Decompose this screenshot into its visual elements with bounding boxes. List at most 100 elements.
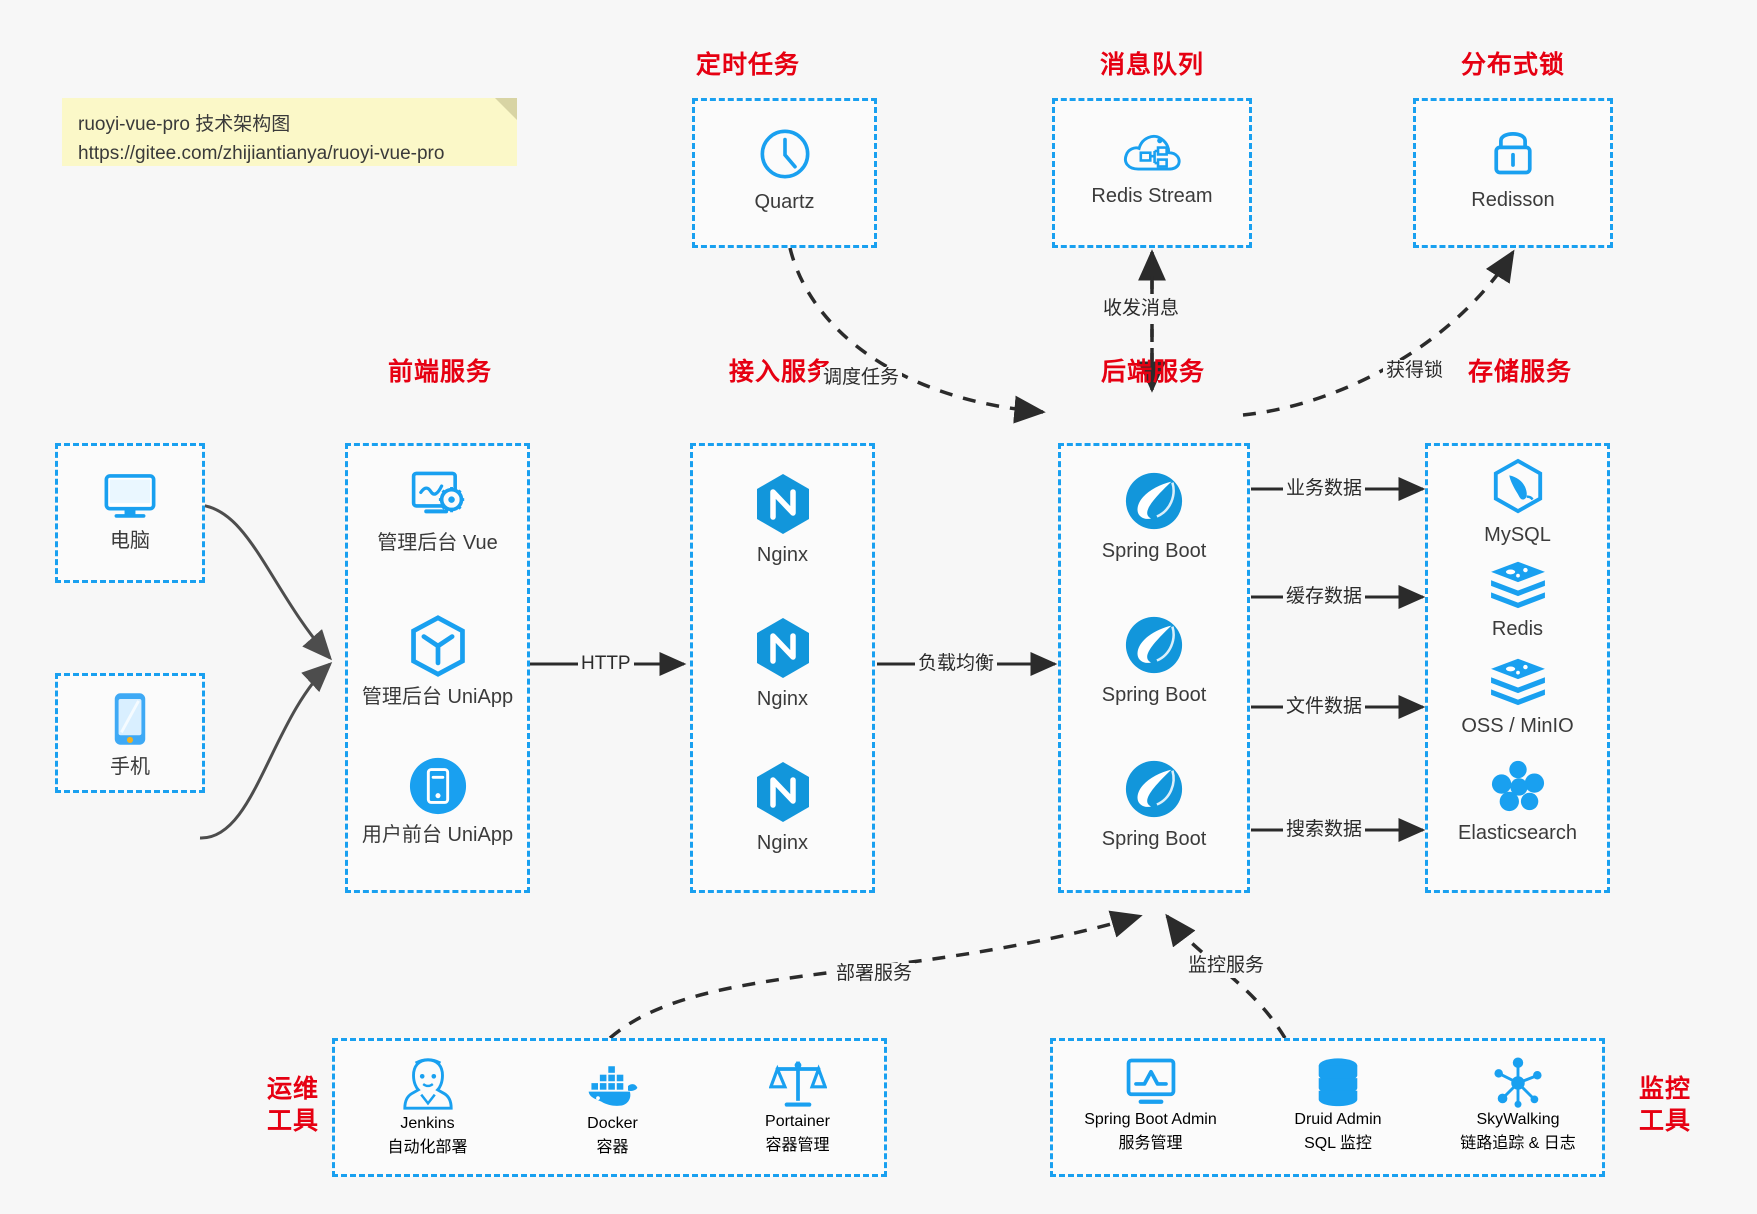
node-druid-admin[interactable]: Druid Admin SQL 监控 — [1248, 1055, 1428, 1153]
redis-icon — [1490, 658, 1545, 706]
nginx-icon — [756, 474, 809, 534]
edge-label-acquire-lock: 获得锁 — [1383, 360, 1447, 383]
group-title-frontend: 前端服务 — [387, 358, 492, 386]
edge-label-cache-data: 缓存数据 — [1283, 586, 1366, 609]
node-quartz[interactable]: Quartz — [695, 125, 874, 216]
node-admin-vue[interactable]: 管理后台 Vue — [348, 468, 527, 557]
node-label: Jenkins — [400, 1115, 455, 1132]
node-spring-boot-admin[interactable]: Spring Boot Admin 服务管理 — [1053, 1055, 1248, 1153]
group-box-frontend: 管理后台 Vue 管理后台 UniApp 用户前台 UniApp — [345, 443, 530, 893]
node-nginx-2[interactable]: Nginx — [693, 616, 872, 713]
group-title-mq: 消息队列 — [1099, 51, 1204, 79]
group-title-lock: 分布式锁 — [1460, 51, 1565, 79]
node-redis[interactable]: Redis — [1428, 558, 1607, 643]
edge-label-loadbalance: 负载均衡 — [915, 653, 998, 676]
group-box-monitor: Spring Boot Admin 服务管理 Druid Admin SQL 监… — [1050, 1038, 1605, 1177]
node-jenkins[interactable]: Jenkins 自动化部署 — [335, 1055, 520, 1157]
note-fold-corner — [495, 98, 517, 120]
spring-boot-icon — [1125, 472, 1183, 530]
node-sublabel: 容器管理 — [765, 1137, 830, 1154]
group-title-monitor-line1: 监控 — [1638, 1075, 1691, 1103]
node-redisson[interactable]: Redisson — [1416, 123, 1610, 214]
edge-label-business-data: 业务数据 — [1283, 478, 1366, 501]
note-line-title: ruoyi-vue-pro 技术架构图 — [78, 114, 291, 135]
clock-icon — [760, 129, 809, 179]
docker-whale-icon — [588, 1066, 637, 1106]
node-label: Spring Boot Admin — [1084, 1111, 1217, 1128]
edge-label-deploy-service: 部署服务 — [833, 963, 916, 986]
node-docker[interactable]: Docker 容器 — [520, 1055, 705, 1157]
spring-boot-icon — [1125, 760, 1183, 818]
group-title-devops-line2: 工具 — [266, 1107, 319, 1135]
node-label: Nginx — [756, 832, 809, 854]
node-label: Spring Boot — [1101, 540, 1207, 562]
node-portainer[interactable]: Portainer 容器管理 — [705, 1055, 890, 1155]
group-box-client-desktop: 电脑 — [55, 443, 205, 583]
node-desktop[interactable]: 电脑 — [58, 468, 202, 555]
spring-boot-icon — [1125, 616, 1183, 674]
group-title-backend: 后端服务 — [1100, 358, 1205, 386]
node-label: Redis Stream — [1091, 185, 1213, 207]
node-sublabel: 容器 — [596, 1139, 629, 1156]
node-nginx-1[interactable]: Nginx — [693, 472, 872, 569]
edge-label-search-data: 搜索数据 — [1283, 819, 1366, 842]
node-admin-uniapp[interactable]: 管理后台 UniApp — [348, 614, 527, 711]
skywalking-node-icon — [1494, 1057, 1542, 1108]
node-label: 手机 — [110, 756, 150, 778]
redis-icon — [1490, 561, 1545, 609]
nginx-icon — [756, 762, 809, 822]
edge-label-schedule-task: 调度任务 — [820, 367, 903, 390]
node-label: MySQL — [1484, 524, 1551, 546]
node-sublabel: 服务管理 — [1118, 1135, 1183, 1152]
group-box-gateway: Nginx Nginx Nginx — [690, 443, 875, 893]
node-mobile[interactable]: 手机 — [58, 690, 202, 781]
monitor-chart-icon — [1126, 1058, 1175, 1104]
node-label: Spring Boot — [1101, 828, 1207, 850]
node-label: Druid Admin — [1294, 1111, 1382, 1128]
edge-label-send-receive-message: 收发消息 — [1100, 298, 1183, 321]
node-skywalking[interactable]: SkyWalking 链路追踪 & 日志 — [1428, 1055, 1608, 1153]
node-springboot-1[interactable]: Spring Boot — [1061, 470, 1247, 565]
balance-scale-icon — [768, 1061, 827, 1107]
group-title-devops-line1: 运维 — [266, 1075, 319, 1103]
mobile-circle-icon — [409, 757, 466, 815]
hexagon-cube-icon — [410, 615, 465, 677]
edge-label-file-data: 文件数据 — [1283, 696, 1366, 719]
node-springboot-3[interactable]: Spring Boot — [1061, 758, 1247, 853]
node-nginx-3[interactable]: Nginx — [693, 760, 872, 857]
node-elasticsearch[interactable]: Elasticsearch — [1428, 758, 1607, 847]
jenkins-butler-icon — [402, 1058, 453, 1110]
cloud-network-icon — [1124, 134, 1181, 171]
edge-label-http: HTTP — [578, 653, 634, 676]
node-label: Spring Boot — [1101, 684, 1207, 706]
node-label: 用户前台 UniApp — [361, 824, 514, 846]
group-title-devops: 运维 工具 — [248, 1073, 338, 1137]
group-box-client-mobile: 手机 — [55, 673, 205, 793]
group-box-lock: Redisson — [1413, 98, 1613, 248]
node-label: OSS / MinIO — [1461, 715, 1574, 737]
node-user-uniapp[interactable]: 用户前台 UniApp — [348, 756, 527, 849]
node-label: 管理后台 UniApp — [361, 686, 514, 708]
group-title-monitor: 监控 工具 — [1620, 1073, 1710, 1137]
mysql-icon — [1493, 458, 1542, 514]
group-box-devops: Jenkins 自动化部署 Docker 容器 — [332, 1038, 887, 1177]
node-label: Elasticsearch — [1458, 822, 1577, 844]
node-label: Redis — [1491, 618, 1544, 640]
node-sublabel: SQL 监控 — [1304, 1135, 1372, 1152]
group-title-scheduler: 定时任务 — [695, 51, 800, 79]
elasticsearch-icon — [1491, 760, 1544, 812]
node-springboot-2[interactable]: Spring Boot — [1061, 614, 1247, 709]
node-sublabel: 自动化部署 — [387, 1139, 468, 1156]
node-label: Portainer — [765, 1113, 830, 1130]
group-box-storage: MySQL Redis OSS / MinIO — [1425, 443, 1610, 893]
desktop-monitor-icon — [104, 474, 156, 518]
node-label: Nginx — [756, 688, 809, 710]
padlock-icon — [1494, 131, 1532, 175]
node-mysql[interactable]: MySQL — [1428, 458, 1607, 549]
node-label: Nginx — [756, 544, 809, 566]
node-redis-stream[interactable]: Redis Stream — [1055, 125, 1249, 210]
node-label: 电脑 — [110, 530, 150, 552]
nginx-icon — [756, 618, 809, 678]
edge-label-monitor-service: 监控服务 — [1185, 955, 1268, 978]
node-oss-minio[interactable]: OSS / MinIO — [1428, 655, 1607, 740]
